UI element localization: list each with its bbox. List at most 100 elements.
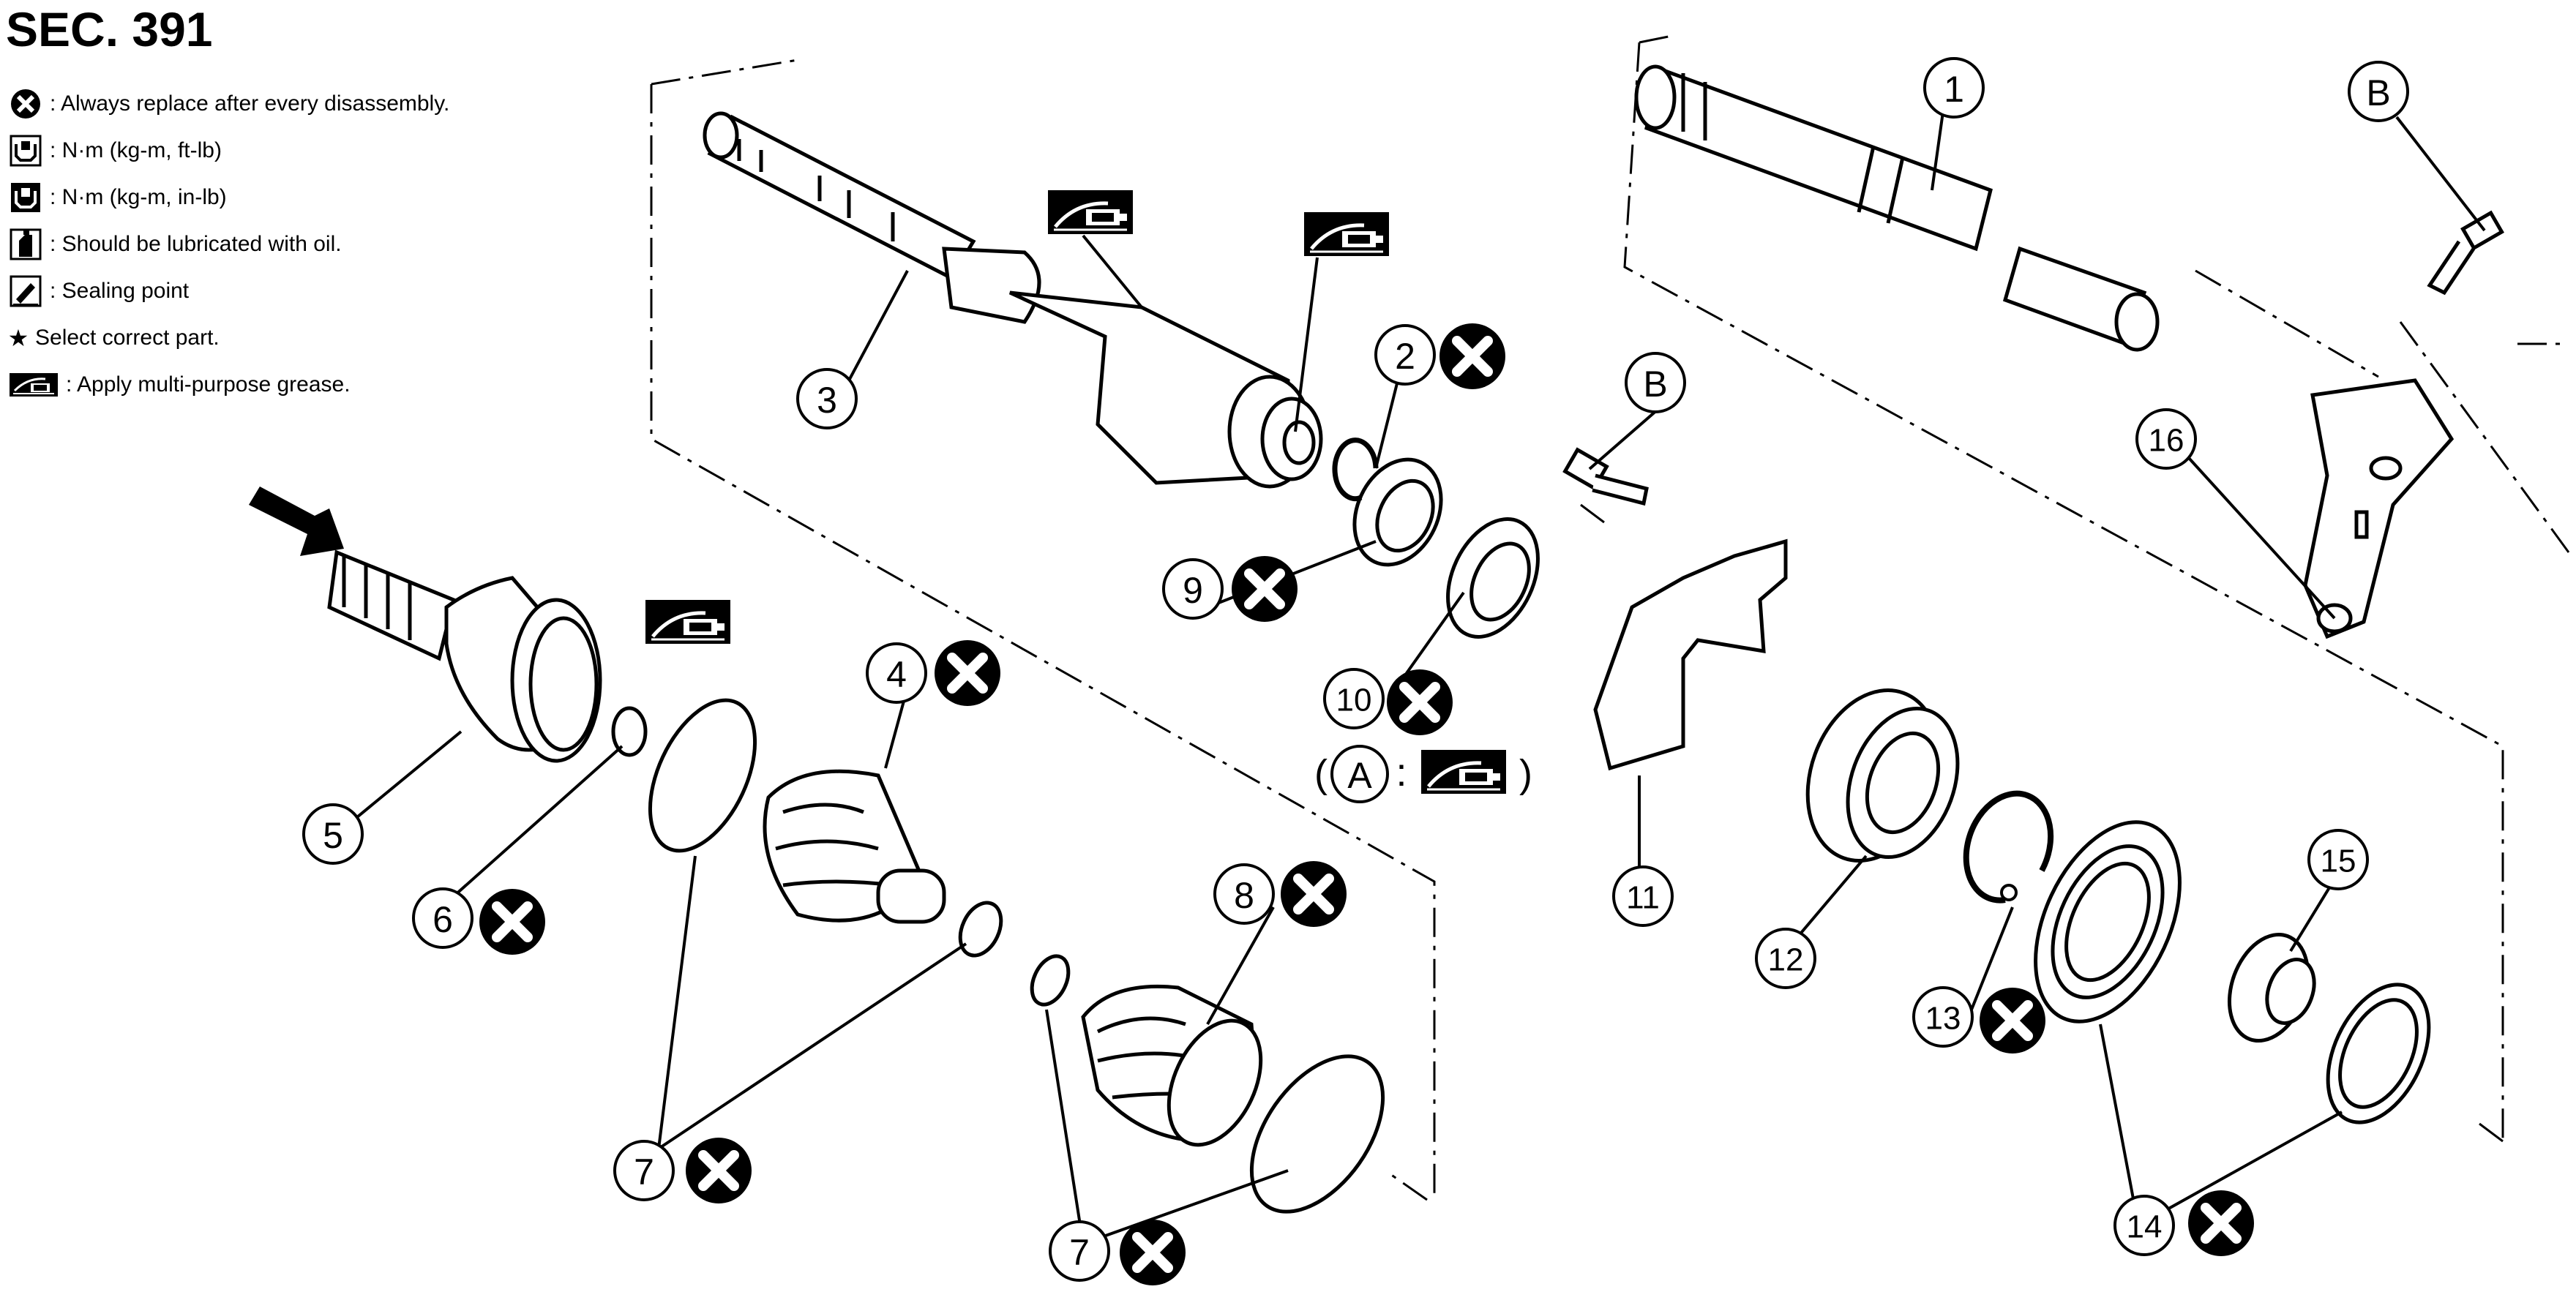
callout-11 xyxy=(1612,865,1674,927)
legend-row-oil: : Should be lubricated with oil. xyxy=(7,221,449,268)
legend-text: : Should be lubricated with oil. xyxy=(50,232,342,256)
callout-label: 6 xyxy=(433,899,453,940)
callout-1 xyxy=(1923,57,1985,119)
callout-label: 13 xyxy=(1925,1001,1961,1037)
callout-16 xyxy=(2135,408,2197,470)
sealing-point-icon xyxy=(7,273,44,309)
callout-leaders xyxy=(335,111,2486,1245)
callout-b-center xyxy=(1625,352,1686,413)
arrow-direction-icon xyxy=(249,487,344,556)
grease-gun-icon xyxy=(7,367,60,403)
callout-label: 4 xyxy=(886,654,907,695)
callout-14 xyxy=(2113,1195,2175,1256)
callout-label: B xyxy=(1643,364,1667,405)
replace-x-icon xyxy=(479,889,545,955)
grease-gun-icon xyxy=(1421,750,1506,794)
callout-12 xyxy=(1755,928,1816,989)
torque-wrench-icon xyxy=(7,132,44,169)
snap-ring-part-13 xyxy=(1963,790,2054,904)
section-title: SEC. 391 xyxy=(6,2,213,56)
bracket-part-16 xyxy=(2303,378,2455,639)
ball-part-6 xyxy=(611,706,648,757)
legend-text: : N·m (kg-m, in-lb) xyxy=(50,185,227,209)
replace-x-icon xyxy=(1281,861,1347,927)
callout-label: 5 xyxy=(323,815,343,856)
callout-5 xyxy=(302,803,364,865)
callout-label: 12 xyxy=(1768,942,1804,978)
callout-label: A xyxy=(1347,755,1372,796)
bolt-b-center xyxy=(1562,447,1649,506)
callout-10 xyxy=(1323,668,1385,729)
inner-shaft-part-3 xyxy=(703,111,1323,489)
replace-x-icon xyxy=(686,1138,752,1203)
torque-wrench-filled-icon xyxy=(7,179,44,216)
band-clamps-part-7 xyxy=(648,698,1385,1214)
grease-gun-icon xyxy=(1048,190,1133,234)
callout-label: B xyxy=(2366,72,2390,113)
boot-part-8 xyxy=(1081,984,1263,1147)
oil-can-icon xyxy=(7,226,44,263)
replace-x-icon xyxy=(7,86,44,122)
legend-text: : Apply multi-purpose grease. xyxy=(66,372,351,397)
spacer-part-15 xyxy=(2227,932,2316,1043)
legend-row-grease: : Apply multi-purpose grease. xyxy=(7,361,449,408)
replace-x-icon xyxy=(1120,1220,1186,1285)
callout-label: 15 xyxy=(2321,844,2356,879)
seal-part-14 xyxy=(2034,820,2431,1124)
legend-text: : Sealing point xyxy=(50,279,190,303)
legend-row-torque-ftlb: : N·m (kg-m, ft-lb) xyxy=(7,127,449,174)
replace-x-icon xyxy=(1387,669,1453,735)
callout-6 xyxy=(412,887,473,949)
callout-9 xyxy=(1162,558,1224,620)
callout-label: 2 xyxy=(1395,336,1415,377)
boundary-lines xyxy=(650,34,2570,1201)
callout-label: 10 xyxy=(1336,683,1372,718)
callout-label: 9 xyxy=(1183,570,1203,611)
callout-label: 7 xyxy=(634,1152,654,1193)
callout-label: 14 xyxy=(2127,1209,2163,1245)
callout-7b xyxy=(1049,1220,1110,1282)
callout-label: 16 xyxy=(2149,423,2184,459)
outer-joint-part-5 xyxy=(327,549,602,763)
legend-text: : Always replace after every disassembly… xyxy=(50,91,450,116)
note-a-colon: : xyxy=(1396,751,1407,795)
callout-label: 1 xyxy=(1944,69,1964,110)
callout-label: 11 xyxy=(1626,880,1660,916)
replace-x-icon xyxy=(1439,323,1505,389)
legend-row-torque-inlb: : N·m (kg-m, in-lb) xyxy=(7,174,449,221)
replace-x-icon xyxy=(935,640,1000,706)
callout-3 xyxy=(796,368,858,429)
callout-7a xyxy=(613,1140,675,1201)
boot-part-4 xyxy=(763,769,946,924)
callout-8 xyxy=(1213,863,1275,925)
callout-label: 3 xyxy=(817,380,837,421)
callout-label: 8 xyxy=(1234,875,1254,916)
leader-lines xyxy=(847,234,1319,432)
replace-x-icon xyxy=(1232,556,1298,622)
callout-13 xyxy=(1912,986,1974,1048)
bearing-part-12 xyxy=(1805,688,1960,863)
driveshaft-part-1 xyxy=(1634,64,2160,352)
seals-part-9-10-2 xyxy=(1332,437,1540,639)
grease-gun-icon xyxy=(645,600,730,644)
note-a-close-paren: ) xyxy=(1519,752,1532,796)
legend: : Always replace after every disassembly… xyxy=(7,80,449,408)
legend-row-sealing: : Sealing point xyxy=(7,268,449,315)
replace-x-icon xyxy=(1980,988,2045,1053)
star-icon: ★ xyxy=(7,325,29,351)
callout-label: 7 xyxy=(1069,1232,1090,1273)
legend-row-replace: : Always replace after every disassembly… xyxy=(7,80,449,127)
grease-gun-icon xyxy=(1304,212,1389,256)
bolt-b-right xyxy=(2427,210,2504,296)
legend-row-star: ★ Select correct part. xyxy=(7,315,449,361)
callout-2 xyxy=(1374,324,1436,386)
replace-x-icon xyxy=(2188,1190,2254,1256)
dust-shield-part-11 xyxy=(1593,538,1788,771)
callout-a xyxy=(1330,745,1389,803)
note-a-open-paren: ( xyxy=(1314,752,1328,796)
callout-15 xyxy=(2307,829,2369,890)
callout-b-right xyxy=(2348,61,2409,122)
legend-text: : N·m (kg-m, ft-lb) xyxy=(50,138,222,162)
legend-text: Select correct part. xyxy=(35,326,220,350)
